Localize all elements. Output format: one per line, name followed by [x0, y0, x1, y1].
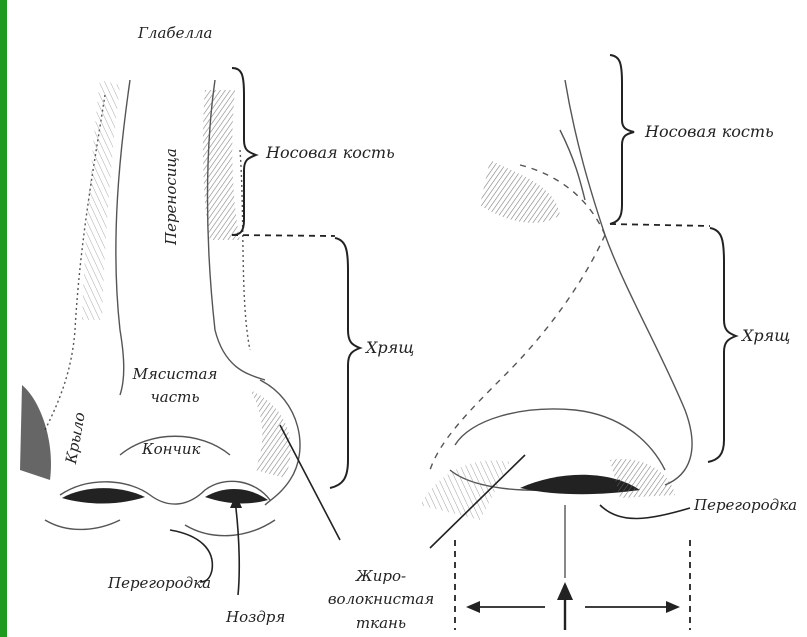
- label-cartilage-left: Хрящ: [366, 340, 414, 356]
- profile-view-shade-tip: [610, 459, 675, 498]
- dim-arrow-up-head: [557, 582, 573, 600]
- label-nostril: Ноздря: [226, 610, 285, 625]
- profile-view-shade-ala: [420, 460, 510, 520]
- brace-nasal-bone-right: [610, 55, 634, 224]
- label-bridge: Переносица: [162, 148, 180, 245]
- profile-view-nose: [430, 80, 692, 490]
- dash-boundary-right: [610, 224, 710, 226]
- dim-arrow-right-head: [666, 601, 680, 613]
- label-nasal-bone-left: Носовая кость: [266, 145, 395, 161]
- label-fleshy-part: Мясистая часть: [120, 363, 230, 408]
- profile-view-shade-bone: [480, 160, 560, 223]
- brace-cartilage-left: [330, 238, 360, 488]
- label-tip: Кончик: [142, 442, 200, 457]
- label-fibro-fatty: Жиро-волокнистая ткань: [306, 565, 456, 635]
- dash-boundary-left: [232, 235, 335, 236]
- front-view-shade-bridge: [82, 80, 120, 320]
- brace-cartilage-right: [708, 228, 736, 462]
- label-septum-right: Перегородка: [694, 498, 797, 513]
- dim-arrow-left-head: [466, 601, 480, 613]
- front-view-nostril-left: [62, 488, 145, 503]
- front-view-shade-wing: [20, 385, 51, 480]
- pointer-septum-right: [600, 505, 690, 519]
- brace-nasal-bone-left: [232, 68, 256, 235]
- label-cartilage-right: Хрящ: [742, 328, 790, 344]
- front-view-shade-side: [203, 90, 240, 240]
- label-glabella: Глабелла: [138, 26, 213, 41]
- pointer-nostril: [235, 500, 239, 595]
- label-nasal-bone-right: Носовая кость: [645, 124, 774, 140]
- label-septum-left: Перегородка: [108, 576, 211, 591]
